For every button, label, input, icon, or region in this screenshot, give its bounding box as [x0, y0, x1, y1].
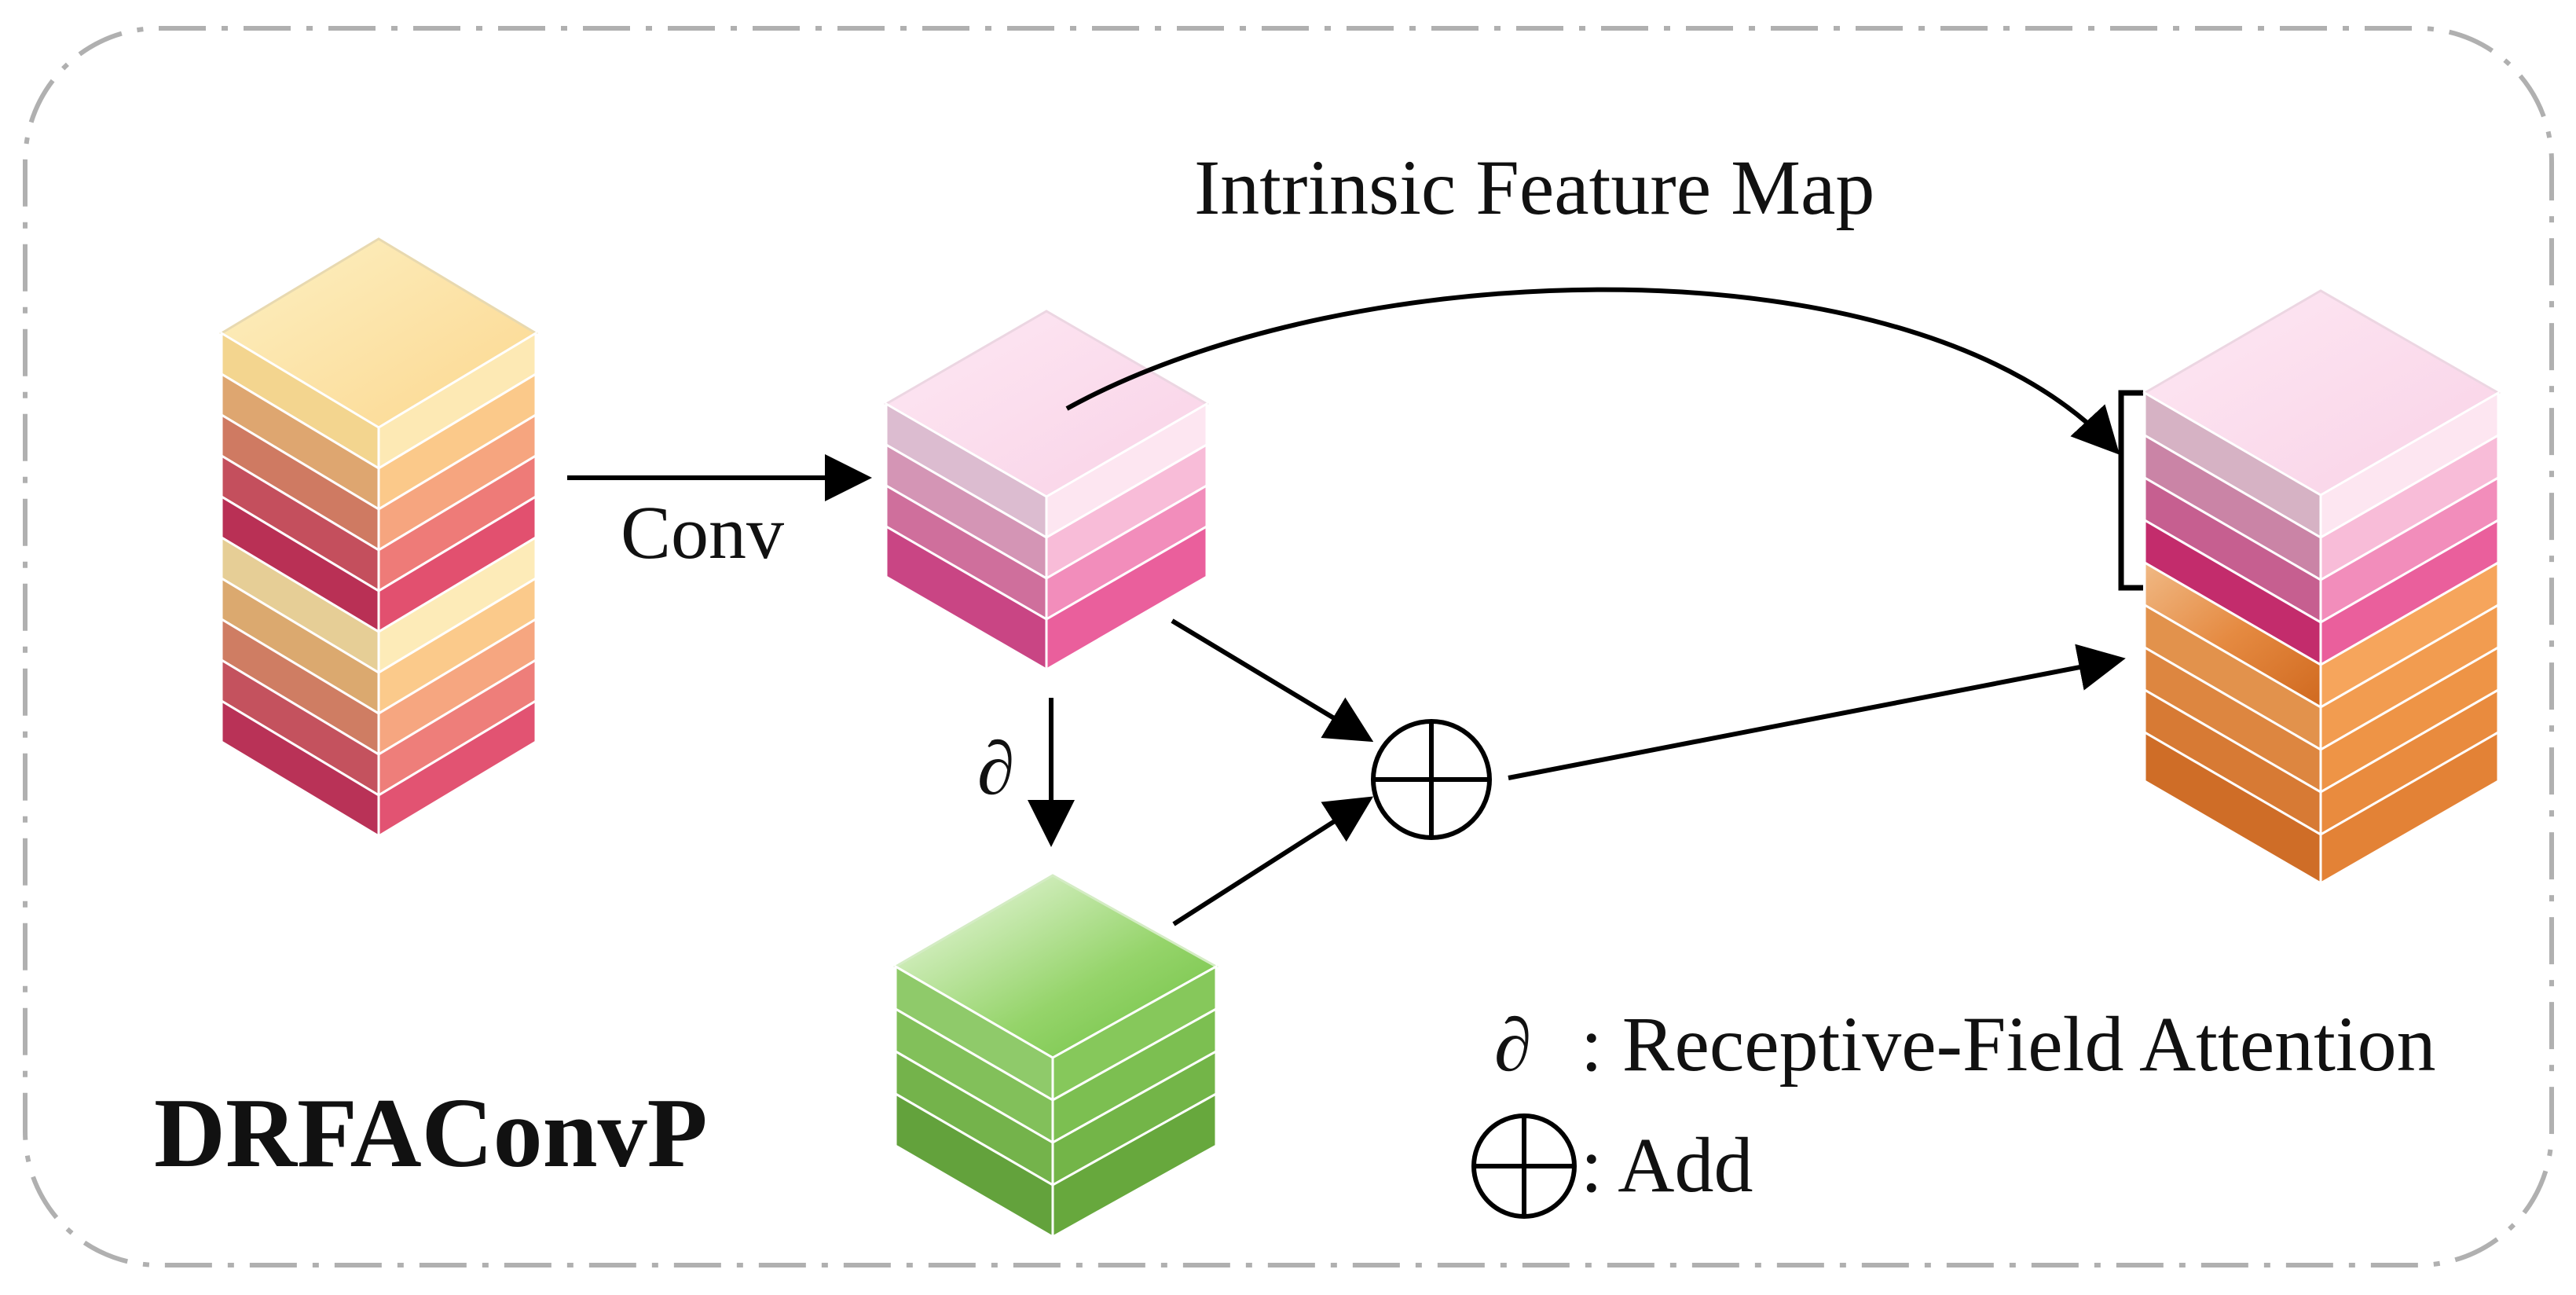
diagram-title: DRFAConvP	[154, 1079, 708, 1188]
rfa-feature-stack	[893, 874, 1219, 1239]
legend-rfa-symbol: ∂	[1494, 1003, 1531, 1087]
rfa-symbol: ∂	[977, 726, 1014, 810]
diagram-border	[23, 26, 2554, 1267]
output-feature-stack	[2142, 289, 2501, 886]
green-to-add-arrow	[1172, 796, 1374, 926]
intrinsic-arrow	[1065, 287, 2120, 455]
legend-rfa-text: : Receptive-Field Attention	[1581, 1000, 2436, 1088]
intrinsic-bracket	[2118, 390, 2143, 591]
conv-label: Conv	[621, 490, 784, 574]
conv-feature-stack	[884, 310, 1209, 672]
pink-to-add-arrow	[1171, 618, 1374, 743]
add-node	[1371, 719, 1492, 840]
intrinsic-label: Intrinsic Feature Map	[1194, 144, 1874, 231]
input-feature-stack	[219, 237, 538, 838]
legend-add-text: : Add	[1581, 1121, 1753, 1209]
add-to-output-arrow	[1508, 644, 2126, 780]
legend-add-icon	[1471, 1113, 1577, 1219]
